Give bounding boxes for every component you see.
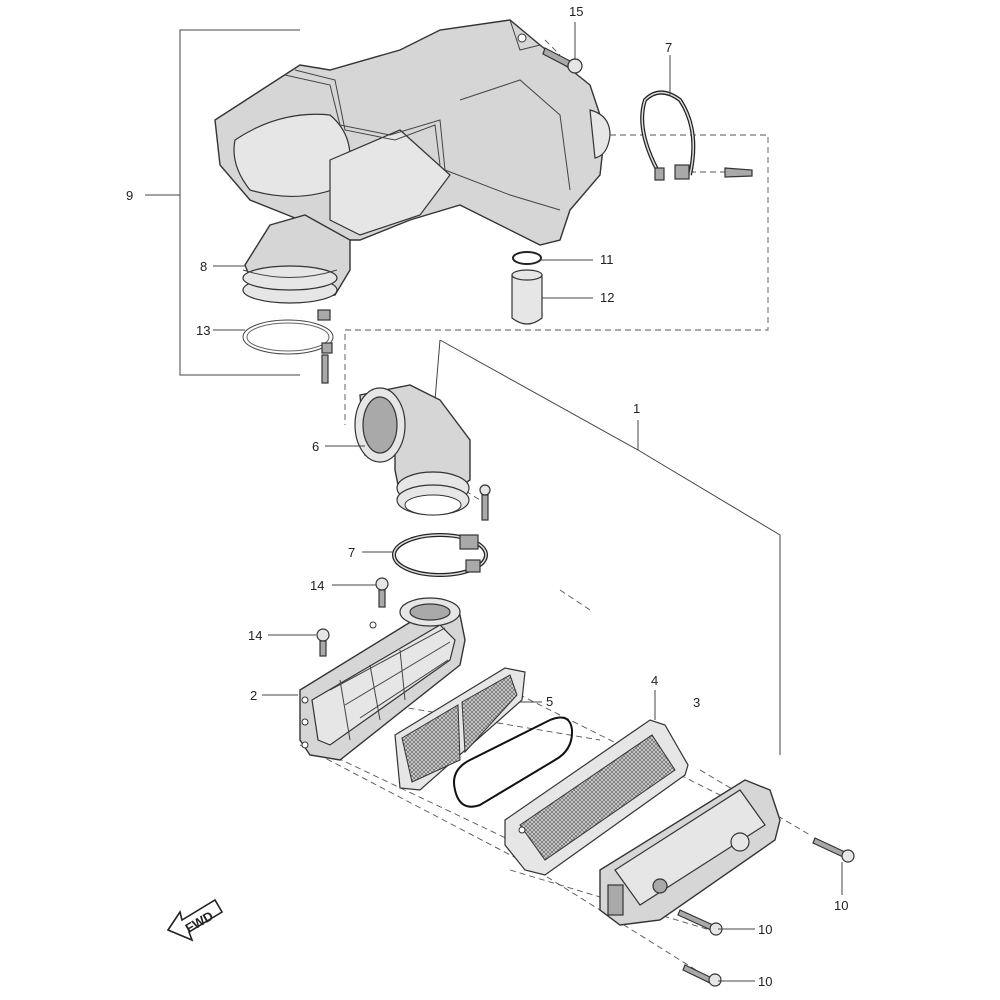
filter-element-4[interactable]: [504, 719, 689, 876]
hose-clamp-13[interactable]: [242, 309, 334, 384]
callout-7-lower: 7: [348, 545, 355, 560]
leader-lines: [213, 22, 843, 982]
assembly-bracket-1: [434, 339, 781, 755]
callout-9: 9: [126, 188, 133, 203]
callout-5: 5: [546, 694, 553, 709]
air-duct-boot[interactable]: [242, 214, 351, 304]
callout-12: 12: [600, 290, 614, 305]
screw-10-right[interactable]: [812, 837, 855, 863]
callout-14-upper: 14: [310, 578, 324, 593]
air-duct-elbow-6[interactable]: [354, 384, 471, 516]
fwd-arrow-icon: FWD: [166, 898, 224, 942]
callout-4: 4: [651, 673, 658, 688]
callout-10-middle: 10: [758, 922, 772, 937]
band-clamp-7-upper[interactable]: [640, 90, 753, 181]
screw-10-bottom[interactable]: [682, 964, 722, 987]
callout-10-bottom: 10: [758, 974, 772, 989]
callout-15: 15: [569, 4, 583, 19]
screw-14-lower[interactable]: [316, 628, 330, 657]
callout-13: 13: [196, 323, 210, 338]
screw-14-upper[interactable]: [375, 577, 389, 608]
gasket-seal[interactable]: [453, 716, 574, 808]
air-cleaner-case-upper[interactable]: [214, 19, 611, 246]
callout-2: 2: [250, 688, 257, 703]
air-cleaner-case-lower[interactable]: [299, 597, 466, 761]
o-ring-11[interactable]: [512, 251, 542, 265]
band-clamp-7-lower[interactable]: [392, 533, 488, 577]
screw-near-elbow[interactable]: [479, 484, 491, 521]
filter-screen-5[interactable]: [394, 667, 526, 791]
callout-8: 8: [200, 259, 207, 274]
callout-10-right: 10: [834, 898, 848, 913]
screw-10-middle[interactable]: [677, 909, 723, 936]
air-cleaner-cover-3[interactable]: [599, 779, 781, 926]
callout-6: 6: [312, 439, 319, 454]
callout-3: 3: [693, 695, 700, 710]
callout-11: 11: [600, 252, 614, 267]
assembly-bracket-9: [145, 29, 300, 376]
drain-plug-12[interactable]: [511, 269, 543, 325]
callout-1: 1: [633, 401, 640, 416]
callout-7-upper: 7: [665, 40, 672, 55]
callout-14-lower: 14: [248, 628, 262, 643]
